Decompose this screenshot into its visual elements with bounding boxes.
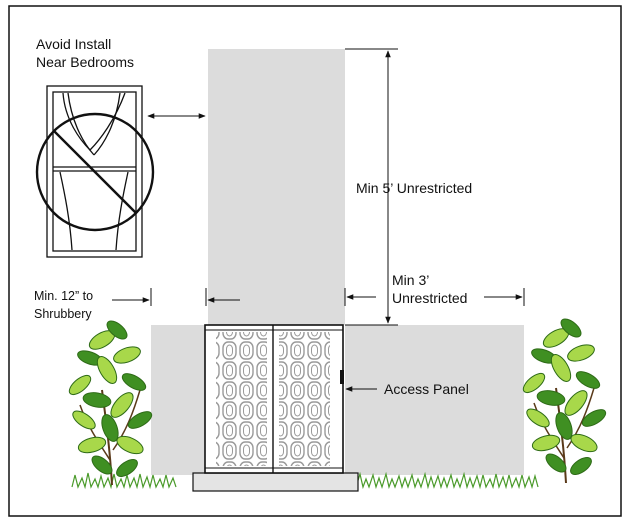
no-symbol-icon — [35, 112, 155, 232]
bedroom-window-icon — [46, 85, 143, 258]
avoid-label-line1: Avoid Install — [36, 36, 111, 52]
left-clearance-zone — [151, 325, 206, 475]
access-panel-label: Access Panel — [384, 381, 469, 397]
grass-icon — [71, 471, 539, 490]
min12-label-line2: Shrubbery — [34, 307, 92, 321]
min12-dimension — [112, 288, 240, 306]
unit-pad — [192, 472, 359, 492]
right-clearance-zone — [345, 325, 524, 475]
min12-label-line1: Min. 12” to — [34, 289, 93, 303]
min3-dimension — [344, 288, 525, 306]
min5-label: Min 5’ Unrestricted — [356, 180, 472, 196]
min5-dimension — [345, 48, 398, 326]
min3-label-line1: Min 3’ — [392, 272, 429, 288]
condenser-unit-icon — [204, 324, 344, 474]
top-clearance-zone — [208, 49, 345, 325]
avoid-label-line2: Near Bedrooms — [36, 54, 134, 70]
min3-label-line2: Unrestricted — [392, 290, 467, 306]
